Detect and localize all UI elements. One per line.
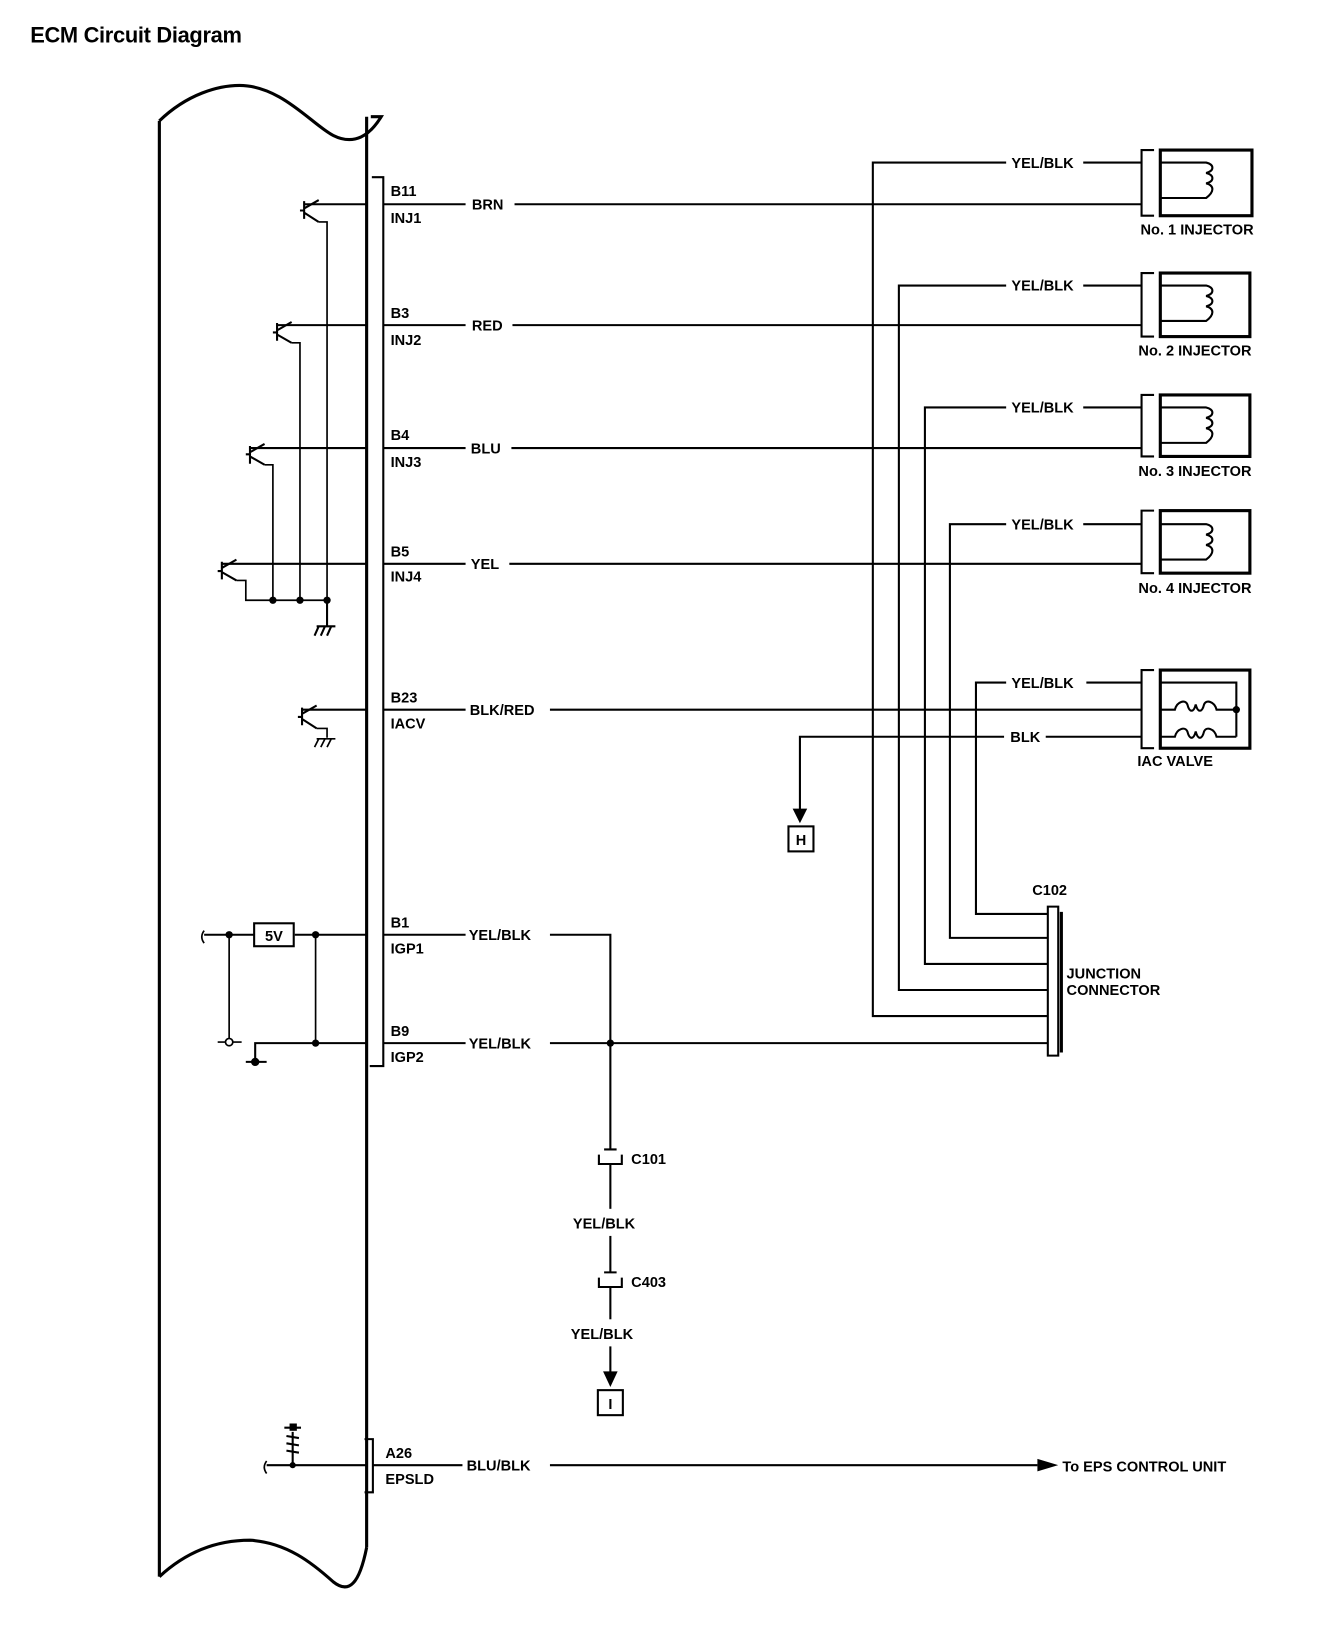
signal-igp1: IGP1	[391, 942, 424, 958]
wire-label-iac-supply: YEL/BLK	[1011, 676, 1074, 692]
epsld-internal-circuit	[263, 1423, 367, 1475]
arrow-to-h-icon	[792, 808, 808, 824]
pin-b1: B1	[391, 915, 410, 931]
arrow-to-i-icon	[603, 1371, 618, 1388]
wire-yel-blk-inj1	[871, 161, 1142, 1018]
wire-label-red: RED	[472, 318, 503, 334]
wire-label-brn: BRN	[472, 197, 504, 213]
c102-label: C102	[1032, 883, 1067, 899]
supply-wires: YEL/BLK YEL/BLK YEL/BLK YEL/BLK YEL/BLK …	[792, 156, 1142, 1018]
pin-b5: B5	[391, 544, 410, 560]
pin-b9: B9	[391, 1024, 410, 1040]
junction-label-line2: CONNECTOR	[1067, 983, 1161, 999]
signal-igp2: IGP2	[391, 1050, 424, 1066]
pin-b3: B3	[391, 306, 410, 322]
ref-h: H	[787, 825, 815, 853]
signal-inj4: INJ4	[391, 569, 423, 585]
junction-label-line1: JUNCTION	[1067, 967, 1141, 983]
connector-c403: C403 YEL/BLK	[571, 1271, 666, 1388]
injector-3-label: No. 3 INJECTOR	[1138, 464, 1252, 480]
pin-a26: A26	[385, 1446, 412, 1462]
injector-1-label: No. 1 INJECTOR	[1141, 222, 1255, 238]
signal-iacv: IACV	[391, 716, 426, 732]
c101-wire-label: YEL/BLK	[573, 1217, 636, 1233]
injector-driver-transistors	[217, 199, 367, 637]
signal-inj2: INJ2	[391, 333, 422, 349]
wire-igp1	[383, 933, 612, 1150]
iacv-driver-transistor	[297, 704, 367, 748]
signal-wires: BRN RED BLU YEL BLK/RED YEL/BLK YEL/BLK …	[372, 197, 1226, 1475]
wire-label-igp2: YEL/BLK	[469, 1036, 532, 1052]
wire-label-inj2-supply: YEL/BLK	[1011, 279, 1074, 295]
wire-label-blu-blk: BLU/BLK	[467, 1458, 531, 1474]
c403-label: C403	[631, 1275, 666, 1291]
c403-wire-label: YEL/BLK	[571, 1327, 634, 1343]
wire-blk-iac-ground	[798, 735, 1142, 813]
diagram-title: ECM Circuit Diagram	[30, 23, 241, 48]
ecm-connector-b	[369, 176, 385, 1068]
eps-arrow-icon	[1037, 1458, 1059, 1472]
ecm-unit-body	[158, 83, 385, 142]
wire-yel-blk-inj2	[897, 284, 1142, 992]
wire-label-inj3-supply: YEL/BLK	[1011, 401, 1074, 417]
wire-label-iac-ground: BLK	[1010, 730, 1040, 746]
pin-b11: B11	[391, 184, 417, 200]
wire-yel-blk-inj4	[948, 523, 1142, 939]
5v-regulator-label: 5V	[265, 929, 283, 945]
wire-label-yel: YEL	[471, 557, 499, 573]
pin-b23: B23	[391, 690, 418, 706]
signal-epsld: EPSLD	[385, 1472, 434, 1488]
iac-valve: IAC VALVE	[1137, 668, 1252, 770]
pin-b4: B4	[391, 428, 411, 444]
wire-label-inj1-supply: YEL/BLK	[1011, 156, 1074, 172]
connector-c101: C101 YEL/BLK	[573, 1148, 666, 1273]
svg-text:I: I	[608, 1397, 612, 1413]
iac-valve-label: IAC VALVE	[1137, 754, 1213, 770]
5v-regulator-box	[253, 922, 295, 948]
junction-connector-c102: C102 JUNCTION CONNECTOR	[1032, 883, 1161, 1057]
ref-i: I	[596, 1389, 624, 1417]
svg-text:H: H	[796, 833, 807, 849]
igp-internal-circuit: 5V	[200, 922, 367, 1067]
signal-inj3: INJ3	[391, 455, 422, 471]
injector-2-label: No. 2 INJECTOR	[1138, 343, 1252, 359]
c101-label: C101	[631, 1152, 666, 1168]
injector-2: No. 2 INJECTOR	[1138, 271, 1252, 359]
wire-yel-blk-inj3	[923, 406, 1142, 965]
injector-1: No. 1 INJECTOR	[1140, 148, 1255, 238]
injector-4: No. 4 INJECTOR	[1138, 509, 1252, 597]
signal-inj1: INJ1	[391, 211, 422, 227]
pin-labels: B11 INJ1 B3 INJ2 B4 INJ3 B5 INJ4 B23 IAC…	[385, 184, 434, 1488]
wire-label-inj4-supply: YEL/BLK	[1011, 517, 1074, 533]
injector-4-label: No. 4 INJECTOR	[1138, 581, 1252, 597]
wire-yel-blk-iac	[974, 681, 1142, 915]
injector-3: No. 3 INJECTOR	[1138, 393, 1252, 480]
eps-control-unit-label: To EPS CONTROL UNIT	[1062, 1459, 1226, 1475]
wire-label-blk-red: BLK/RED	[470, 703, 535, 719]
wire-label-blu: BLU	[471, 441, 501, 457]
wire-label-igp1: YEL/BLK	[469, 928, 532, 944]
